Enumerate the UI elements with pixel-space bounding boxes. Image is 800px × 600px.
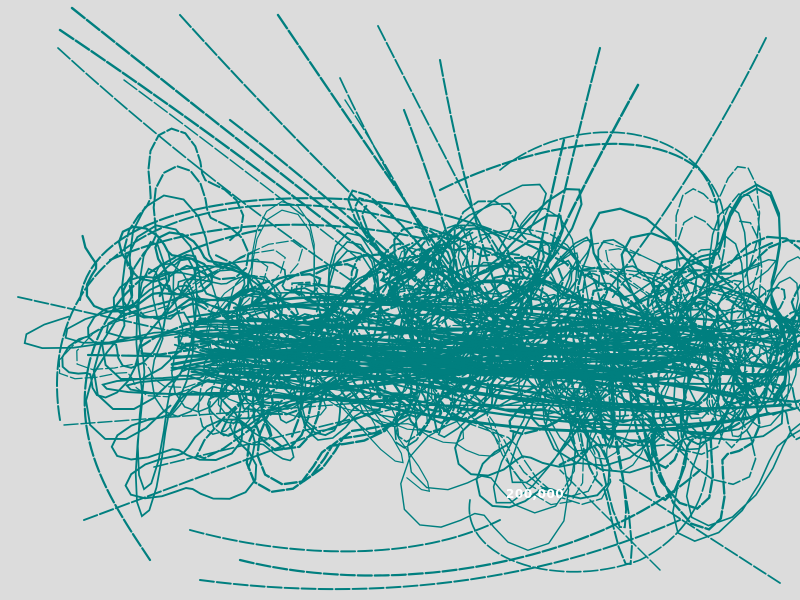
trail-139: [170, 346, 735, 366]
trail-83: [425, 307, 665, 444]
iteration-counter: 200,000: [506, 487, 565, 501]
trail-148: [108, 223, 432, 262]
trail-19: [322, 359, 501, 457]
trail-123: [243, 361, 753, 402]
trail-157: [438, 58, 502, 302]
trail-143: [238, 468, 702, 577]
trail-147: [499, 131, 727, 361]
trail-152: [57, 47, 381, 301]
trail-142: [83, 228, 262, 562]
trail-153: [178, 13, 422, 262]
trail-154: [276, 13, 462, 282]
trail-174: [599, 264, 761, 331]
trail-127: [218, 366, 770, 433]
trail-158: [538, 46, 602, 302]
trail-125: [221, 365, 658, 395]
trail-150: [70, 6, 432, 292]
trail-155: [339, 77, 471, 301]
trail-88: [749, 310, 800, 410]
trail-51: [329, 183, 551, 344]
trail-161: [123, 79, 361, 261]
trail-111: [226, 297, 785, 369]
trail-121: [185, 327, 716, 350]
trail-166: [17, 296, 301, 361]
trail-101: [234, 295, 696, 355]
trail-172: [619, 479, 781, 584]
trail-170: [153, 399, 431, 468]
trail-124: [170, 366, 797, 427]
trail-169: [83, 409, 381, 521]
trail-164: [402, 108, 472, 322]
trail-175: [619, 324, 800, 371]
trail-71: [674, 165, 763, 449]
trail-173: [598, 241, 774, 322]
trail-129: [180, 313, 783, 350]
trail-2: [139, 252, 418, 356]
trail-165: [528, 138, 566, 302]
trail-149: [189, 519, 501, 553]
trail-70: [134, 240, 198, 518]
trail-11: [123, 127, 255, 321]
trail-171: [559, 469, 661, 571]
trail-122: [202, 333, 785, 376]
trail-136: [199, 349, 655, 383]
trail-42: [762, 305, 800, 441]
trail-52: [81, 225, 250, 319]
trail-140: [56, 203, 641, 421]
trail-162: [228, 118, 432, 292]
trail-163: [344, 99, 451, 291]
trail-141: [78, 197, 722, 382]
trail-138: [213, 337, 782, 356]
trail-151: [58, 28, 402, 282]
trail-144: [199, 519, 681, 591]
trail-168: [63, 399, 401, 426]
trail-131: [178, 291, 759, 351]
trail-167: [86, 353, 402, 362]
trail-160: [599, 37, 767, 301]
trail-156: [377, 25, 521, 301]
trail-146: [468, 419, 709, 573]
trail-128: [244, 302, 720, 340]
